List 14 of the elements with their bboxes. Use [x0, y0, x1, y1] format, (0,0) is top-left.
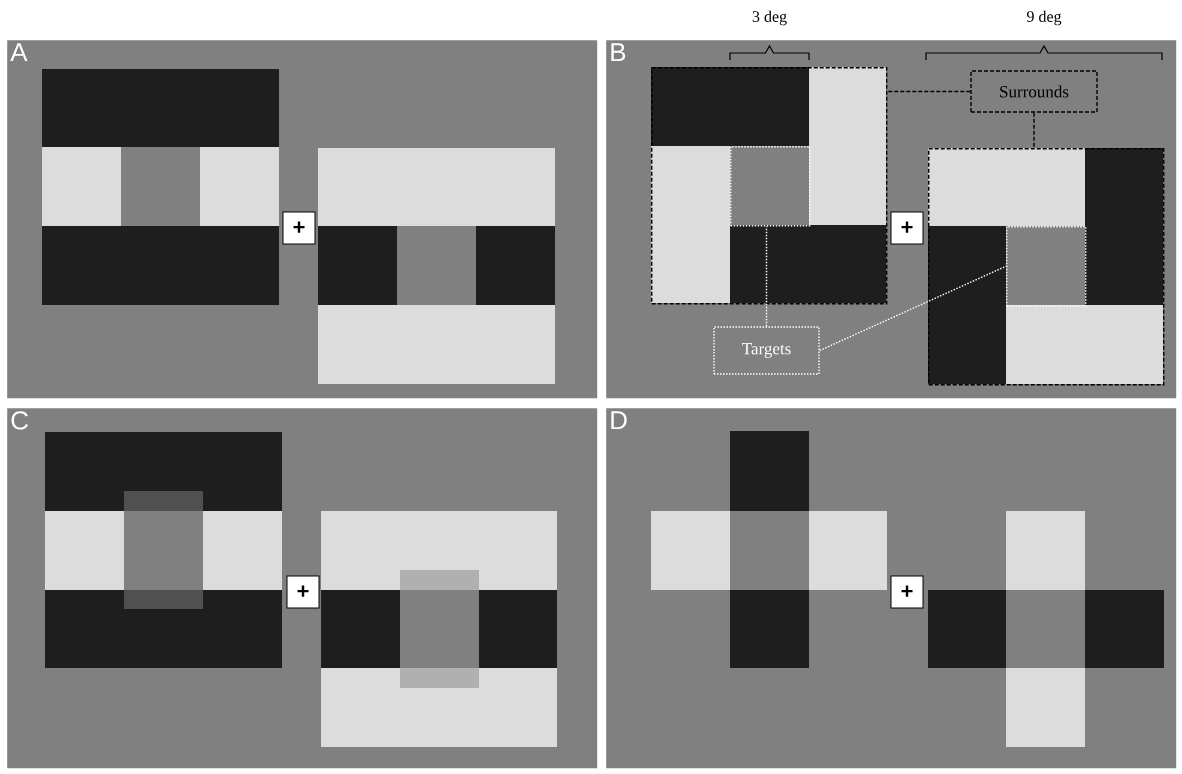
target-outline: [730, 146, 811, 227]
leader-line: [819, 265, 1007, 352]
leader-line: [765, 225, 768, 327]
fixation-cross: +: [282, 211, 316, 245]
leader-line: [886, 90, 971, 93]
target-outline: [1006, 226, 1087, 307]
fixation-cross: +: [890, 211, 924, 245]
leader-line: [1033, 112, 1035, 149]
fixation-cross: +: [890, 575, 924, 609]
label-box: Surrounds: [970, 70, 1098, 113]
label-box: Targets: [713, 326, 820, 375]
dimension-label: 3 deg: [752, 10, 787, 26]
dimension-label: 9 deg: [1027, 10, 1062, 26]
fixation-cross: +: [286, 575, 320, 609]
